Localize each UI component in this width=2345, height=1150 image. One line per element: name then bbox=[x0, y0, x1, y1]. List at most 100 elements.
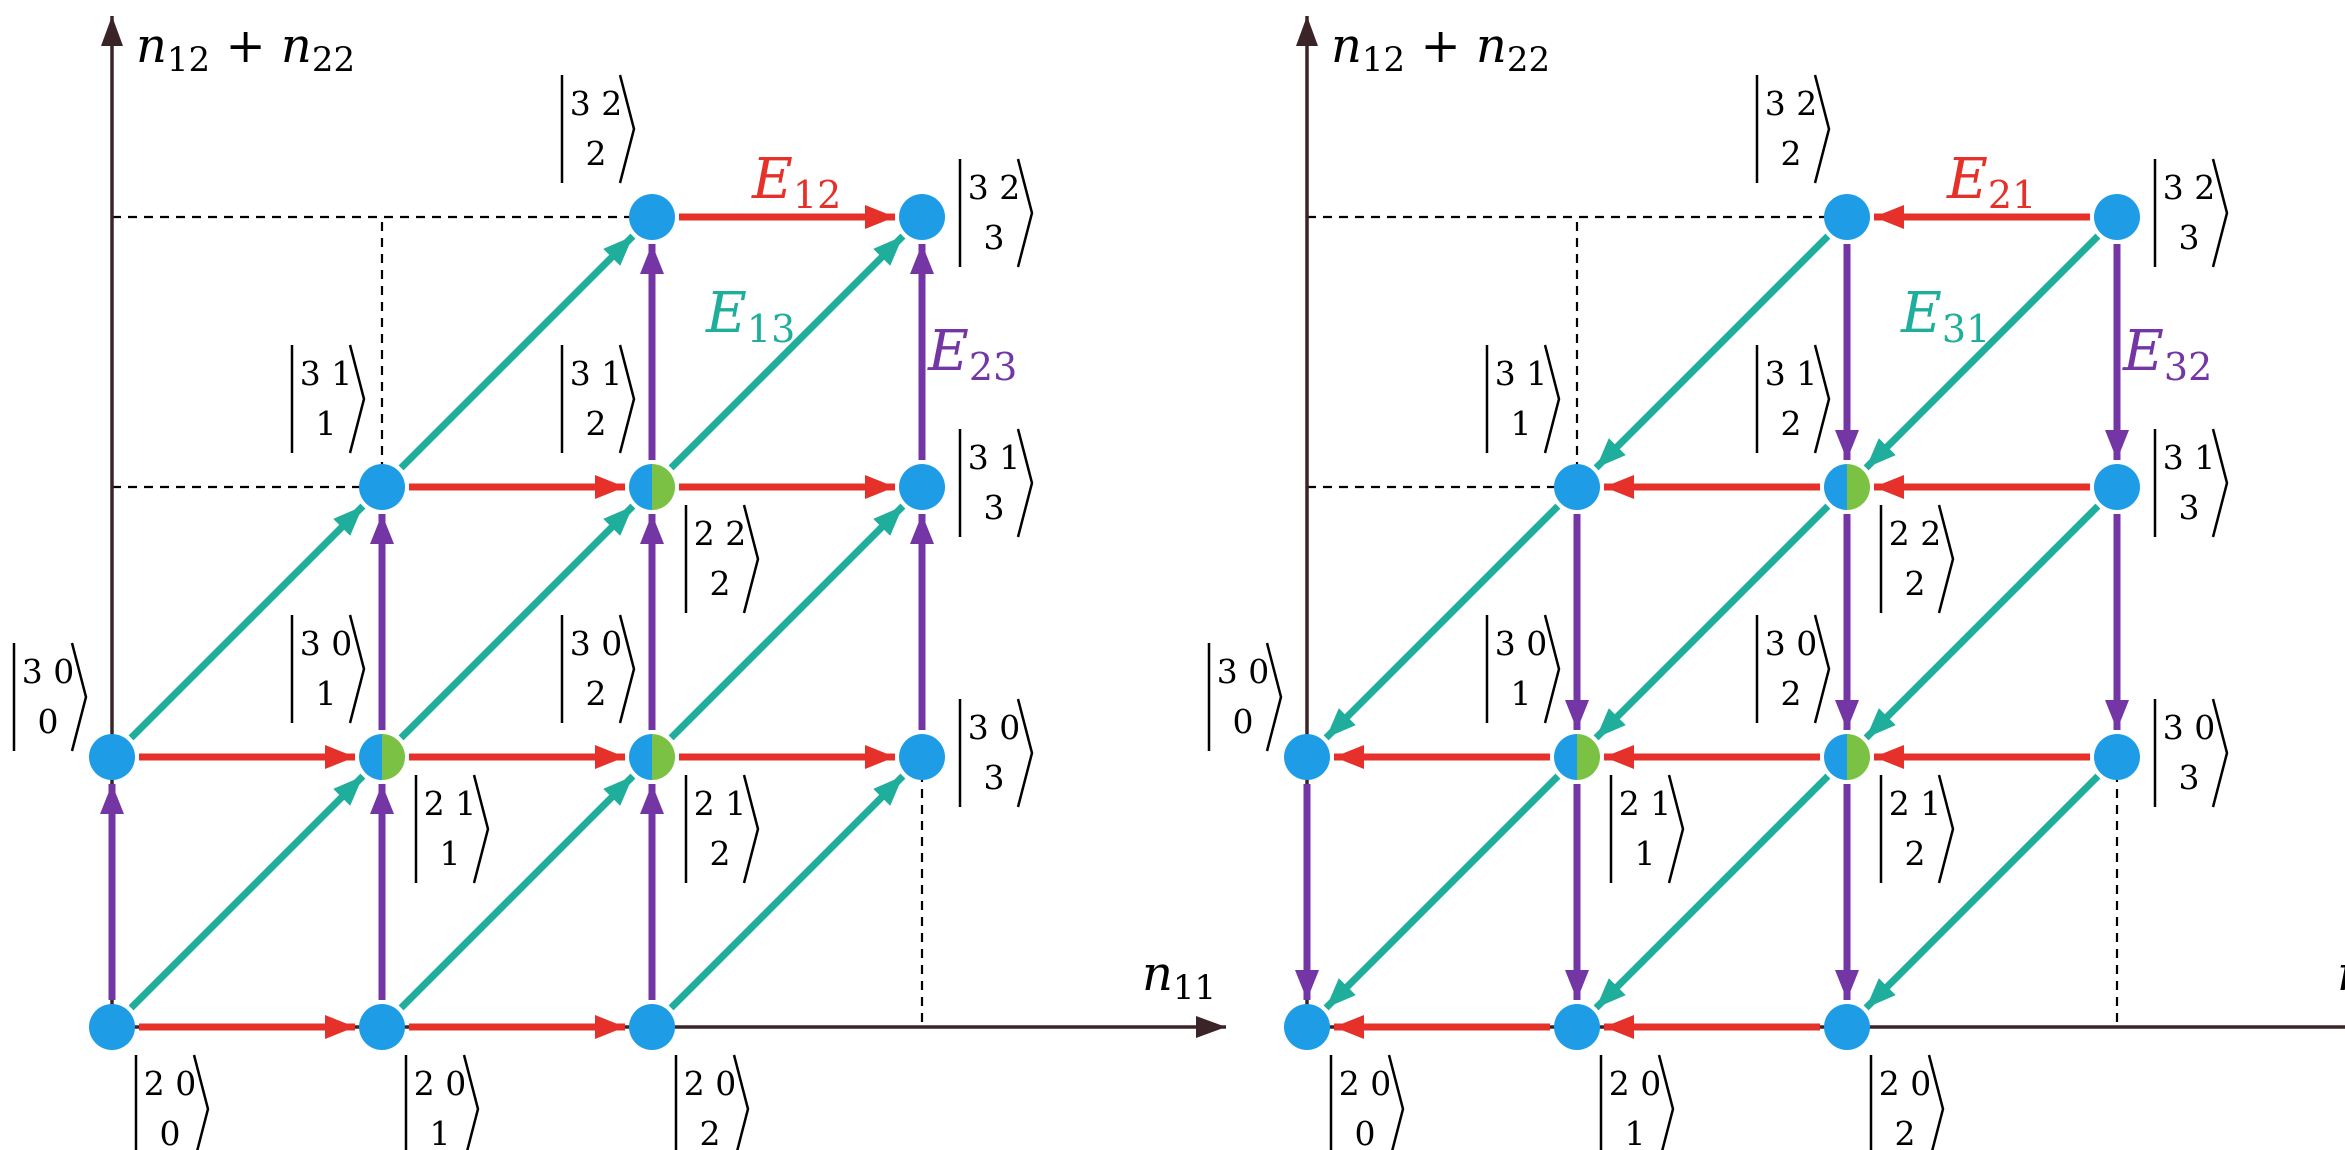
ket-state-20: 2 02 bbox=[1869, 1054, 1945, 1150]
ket-state-10: 2 01 bbox=[1599, 1054, 1675, 1150]
ket-state-33: 3 23 bbox=[958, 158, 1034, 268]
ket-state-12: 3 11 bbox=[290, 344, 366, 454]
ket-angle bbox=[348, 344, 366, 454]
ket-angle bbox=[1657, 1054, 1675, 1150]
ket-state-20: 2 02 bbox=[674, 1054, 750, 1150]
ket-top: 2 0 bbox=[1609, 1064, 1661, 1103]
ket-state-22: 3 12 bbox=[1755, 344, 1831, 454]
state-node bbox=[1284, 1004, 1330, 1050]
ket-top: 2 1 bbox=[424, 784, 476, 823]
ket-angle bbox=[1543, 614, 1561, 724]
ket-bottom: 1 bbox=[430, 1114, 451, 1150]
ket-state-12: 3 11 bbox=[1485, 344, 1561, 454]
label-col-operator: E23 bbox=[927, 319, 1017, 389]
ket-angle bbox=[1016, 698, 1034, 808]
diag-arrow-11-22 bbox=[398, 503, 636, 741]
ket-top: 2 2 bbox=[694, 514, 746, 553]
diag-arrow-11-22 bbox=[1593, 503, 1831, 741]
state-node bbox=[899, 464, 945, 510]
state-node bbox=[359, 464, 405, 510]
ket-state-23: 3 22 bbox=[1755, 74, 1831, 184]
ket-top: 3 1 bbox=[300, 354, 352, 393]
state-node bbox=[1824, 1004, 1870, 1050]
state-node-left bbox=[1554, 734, 1577, 780]
state-node bbox=[2094, 464, 2140, 510]
ket-bottom: 1 bbox=[1635, 834, 1656, 873]
state-node-right bbox=[652, 464, 675, 510]
state-node bbox=[1554, 1004, 1600, 1050]
ket-bottom: 2 bbox=[586, 134, 607, 173]
ket-top: 3 0 bbox=[300, 624, 352, 663]
ket-state-01: 3 00 bbox=[12, 642, 88, 752]
ket-bottom: 2 bbox=[1905, 834, 1926, 873]
ket-bottom: 2 bbox=[710, 564, 731, 603]
ket-state-32: 3 13 bbox=[958, 428, 1034, 538]
ket-top: 2 0 bbox=[1879, 1064, 1931, 1103]
ket-bottom: 1 bbox=[316, 404, 337, 443]
diag-arrow-10-21 bbox=[1593, 773, 1831, 1011]
ket-bottom: 1 bbox=[1511, 404, 1532, 443]
ket-top: 2 0 bbox=[414, 1064, 466, 1103]
ket-bottom: 2 bbox=[1895, 1114, 1916, 1150]
state-node-right bbox=[382, 734, 405, 780]
ket-angle bbox=[1813, 614, 1831, 724]
ket-angle bbox=[348, 614, 366, 724]
ket-top: 2 0 bbox=[1339, 1064, 1391, 1103]
state-node-right bbox=[1847, 734, 1870, 780]
diag-arrow-12-23 bbox=[1593, 233, 1831, 471]
ket-state-10: 2 01 bbox=[404, 1054, 480, 1150]
ket-bottom: 3 bbox=[984, 758, 1005, 797]
ket-top: 3 1 bbox=[2163, 438, 2215, 477]
label-diag-operator: E13 bbox=[705, 281, 795, 351]
ket-state-11: 3 01 bbox=[1485, 614, 1561, 724]
diag-arrow-22-33 bbox=[1863, 233, 2101, 471]
diag-arrow-01-12 bbox=[1323, 503, 1561, 741]
state-node-left bbox=[1824, 464, 1847, 510]
diag-arrow-20-31 bbox=[1863, 773, 2101, 1011]
ket-angle bbox=[732, 1054, 750, 1150]
ket-top: 3 2 bbox=[570, 84, 622, 123]
ket-bottom: 0 bbox=[38, 702, 59, 741]
ket-angle bbox=[462, 1054, 480, 1150]
diag-arrow-00-11 bbox=[1323, 773, 1561, 1011]
ket-angle bbox=[742, 504, 760, 614]
ket-top: 2 1 bbox=[1889, 784, 1941, 823]
state-node-degenerate bbox=[629, 464, 675, 510]
state-node-right bbox=[1847, 464, 1870, 510]
ket-angle bbox=[742, 774, 760, 884]
ket-bottom: 0 bbox=[1233, 702, 1254, 741]
ket-top: 2 0 bbox=[144, 1064, 196, 1103]
state-node bbox=[1284, 734, 1330, 780]
ket-bottom: 2 bbox=[1781, 404, 1802, 443]
ket-bottom: 0 bbox=[1355, 1114, 1376, 1150]
ket-top: 3 2 bbox=[1765, 84, 1817, 123]
ket-bottom: 1 bbox=[316, 674, 337, 713]
ket-bottom: 1 bbox=[1511, 674, 1532, 713]
ket-angle bbox=[1667, 774, 1685, 884]
ket-bottom: 2 bbox=[700, 1114, 721, 1150]
ket-state-alt-22: 2 22 bbox=[1879, 504, 1955, 614]
state-node bbox=[89, 1004, 135, 1050]
ket-state-21: 3 02 bbox=[1755, 614, 1831, 724]
state-node bbox=[899, 194, 945, 240]
ket-angle bbox=[2211, 698, 2229, 808]
state-node-left bbox=[359, 734, 382, 780]
state-node bbox=[2094, 194, 2140, 240]
state-node-left bbox=[1824, 734, 1847, 780]
diag-arrow-22-33 bbox=[668, 233, 906, 471]
ket-top: 3 0 bbox=[22, 652, 74, 691]
ket-state-alt-21: 2 12 bbox=[1879, 774, 1955, 884]
ket-angle bbox=[70, 642, 88, 752]
state-node bbox=[1554, 464, 1600, 510]
ket-top: 3 1 bbox=[968, 438, 1020, 477]
state-node-degenerate bbox=[1554, 734, 1600, 780]
axis-label-y: n12 + n22 bbox=[1331, 18, 1550, 80]
ket-top: 3 0 bbox=[1217, 652, 1269, 691]
ket-top: 2 1 bbox=[1619, 784, 1671, 823]
ket-top: 3 0 bbox=[2163, 708, 2215, 747]
ket-state-11: 3 01 bbox=[290, 614, 366, 724]
ket-angle bbox=[1927, 1054, 1945, 1150]
ket-top: 3 0 bbox=[1495, 624, 1547, 663]
state-node bbox=[2094, 734, 2140, 780]
